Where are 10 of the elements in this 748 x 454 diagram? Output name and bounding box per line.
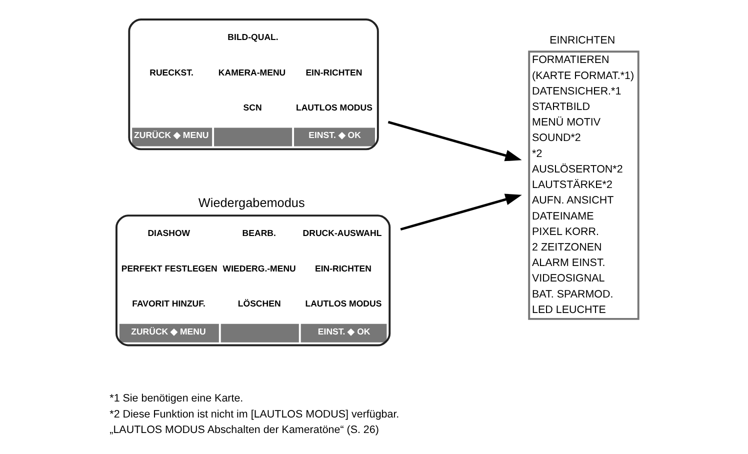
node-box: DIASHOW BEARB. DRUCK-AUSWAHL PERFEKT FESTLEGEN WIEDERG.-MENU EIN-RICHTEN FAVORIT HINZUF. LÖSCHEN LAUTLOS MODUS ZURÜCK ◆ MENU EINST. ◆ OK xyxy=(115,214,390,346)
label: „LAUTLOS MODUS Abschalten der Kameratöne“ (S. 26) xyxy=(109,424,378,436)
arrow xyxy=(387,120,522,162)
arrow xyxy=(400,194,522,231)
node-box: FORMATIEREN (KARTE FORMAT.*1) DATENSICHER.*1 STARTBILD MENÜ MOTIV SOUND*2 *2 AUSLÖSERTON*2 LAUTSTÄRKE*2 AUFN. ANSICHT DATEINAME PIXEL KORR. 2 ZEITZONEN ALARM EINST. VIDEOSIGNAL BAT. SPARMOD. LED LEUCHTE xyxy=(528,50,639,320)
node-box: BILD-QUAL. RUECKST. KAMERA-MENU EIN-RICHTEN SCN LAUTLOS MODUS ZURÜCK ◆ MENU EINST. ◆ OK xyxy=(128,18,378,150)
node-label: EINRICHTEN xyxy=(549,34,615,47)
label: *2 Diese Funktion ist nicht im [LAUTLOS MODUS] verfügbar. xyxy=(109,408,399,420)
node-label: Wiedergabemodus xyxy=(198,196,304,210)
label: *1 Sie benötigen eine Karte. xyxy=(109,392,243,405)
